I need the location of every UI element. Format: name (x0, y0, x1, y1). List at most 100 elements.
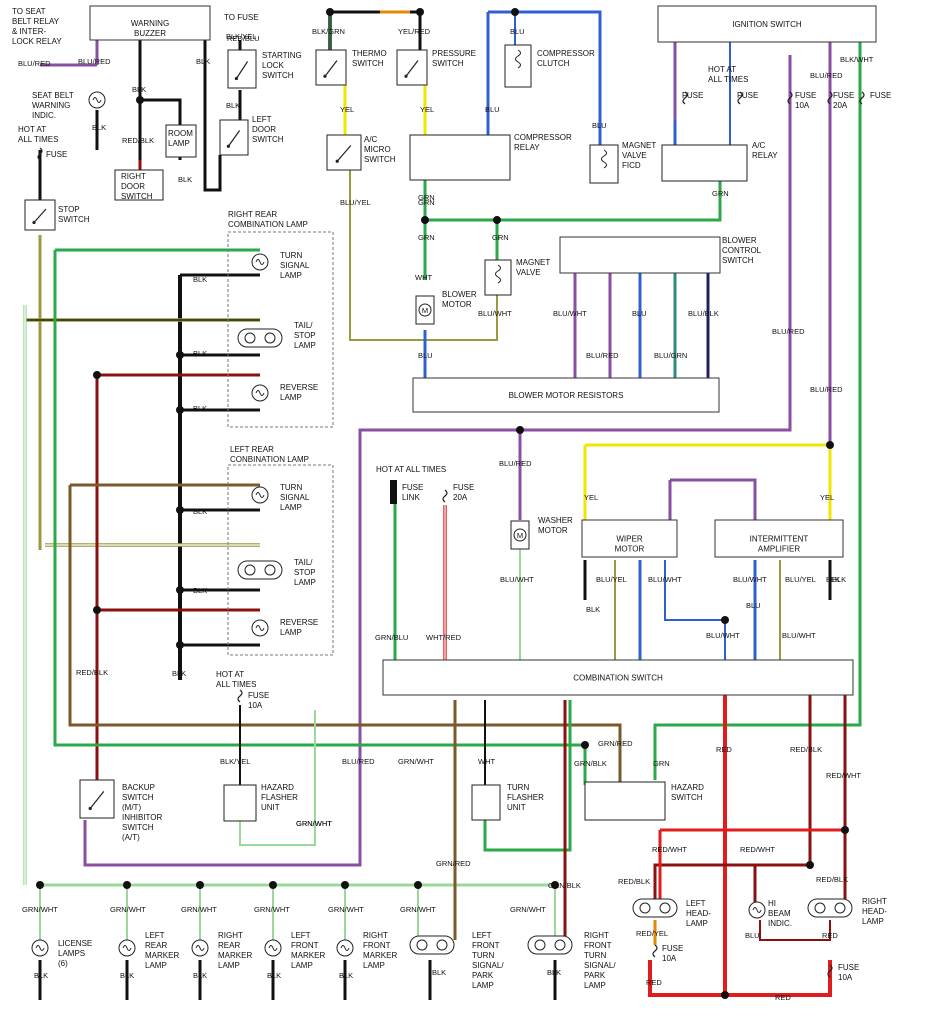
wire-green (53, 250, 587, 785)
wire-green (423, 170, 722, 222)
wire-label: BLK (586, 605, 600, 614)
left-door-switch-pivot (226, 144, 230, 148)
seat-belt-indicator-lamp-filament (92, 97, 102, 103)
right-reverse-lamp-filament (255, 390, 265, 396)
thermo-switch-contact (324, 60, 338, 77)
wiper-motor-box (581, 519, 678, 558)
wire-label: GRN/BLK (574, 759, 607, 768)
wire-label: BLK (826, 575, 840, 584)
wire-label: BLU/RED (499, 459, 532, 468)
left-front-turn-lamp-bulb-b (436, 939, 448, 951)
fuse-a (682, 91, 688, 105)
junction-dot (123, 881, 131, 889)
wire-label: RED/BLK (122, 136, 154, 145)
magnet-valve-ficd-winding (601, 149, 607, 169)
fuse-left (37, 147, 43, 161)
fuse-c (859, 91, 865, 105)
wire-label: BLK (193, 971, 207, 980)
wire-red (648, 695, 727, 997)
washer-motor-rotor (513, 528, 527, 542)
starting-lock-switch-pivot (234, 76, 238, 81)
right-tail-stop-lamp-bulb-b (264, 332, 276, 344)
junction-dot (516, 426, 524, 434)
ac-micro-switch-pivot (335, 159, 339, 163)
wire-label: BLU/RED (810, 385, 843, 394)
wire-label: RED/BLK (816, 875, 848, 884)
left-head-lamp-bulb-b (659, 902, 671, 914)
wire-label: BLU (418, 351, 433, 360)
wire-label: YEL (584, 493, 598, 502)
wire-label: BLK (178, 175, 192, 184)
junction-dot (196, 881, 204, 889)
wire-label: GRN (492, 233, 509, 242)
wire-label: YEL (420, 105, 434, 114)
intermittent-amplifier-box (714, 519, 844, 558)
wire-label: BLU/RED (78, 57, 111, 66)
wire-label: BLK (172, 669, 186, 678)
wire-label: YEL (820, 493, 834, 502)
wire-label: RED/BLK (76, 668, 108, 677)
wire-label: RED/YEL (636, 929, 668, 938)
wire-green (483, 700, 572, 852)
wire-label: BLU (510, 27, 525, 36)
blower-motor-symbol: M (422, 306, 428, 315)
left-front-turn-lamp-bulb-a (416, 939, 428, 951)
wire-label: GRN/RED (598, 739, 633, 748)
wire-label: BLK (547, 968, 561, 977)
wire-label: BLU/YEL (785, 575, 816, 584)
wire-label: BLK (92, 123, 106, 132)
wire-label: GRN (418, 233, 435, 242)
blower-motor (415, 295, 435, 325)
marker-lamp-0-filament (35, 945, 45, 951)
left-head-lamp-bulb-a (639, 902, 651, 914)
left-tail-stop-lamp-bulb-a (244, 564, 256, 576)
wire-label: GRN (418, 193, 435, 202)
wire-label: BLK (226, 101, 240, 110)
junction-dot (136, 96, 144, 104)
wire-label: GRN/WHT (398, 757, 434, 766)
turn-flasher-unit (471, 784, 501, 821)
components-layer (24, 5, 877, 978)
wire-label: RED/WHT (740, 845, 775, 854)
wire-label: BLU/WHT (733, 575, 767, 584)
wire-label: GRN/WHT (510, 905, 546, 914)
ac-micro-switch-contact (336, 145, 352, 162)
wire-dark_red (759, 920, 831, 941)
wire-dark_red (653, 695, 812, 905)
wire-label: BLK/YEL (226, 32, 256, 41)
fuse-b-label: FUSE (737, 91, 758, 100)
wire-red (725, 960, 832, 997)
wire-label: RED/BLU (227, 34, 260, 43)
backup-switch-pivot (88, 806, 92, 811)
wire-label: YEL (340, 105, 354, 114)
washer-motor-symbol: M (517, 531, 523, 540)
wire-purple (83, 55, 792, 867)
wire-label: BLU/WHT (648, 575, 682, 584)
wire-label: GRN/RED (436, 859, 471, 868)
backup-switch-contact (89, 791, 105, 809)
right-turn-signal-lamp-filament (255, 259, 265, 265)
wire-black (203, 40, 222, 192)
wire-label: GRN/BLK (548, 881, 581, 890)
